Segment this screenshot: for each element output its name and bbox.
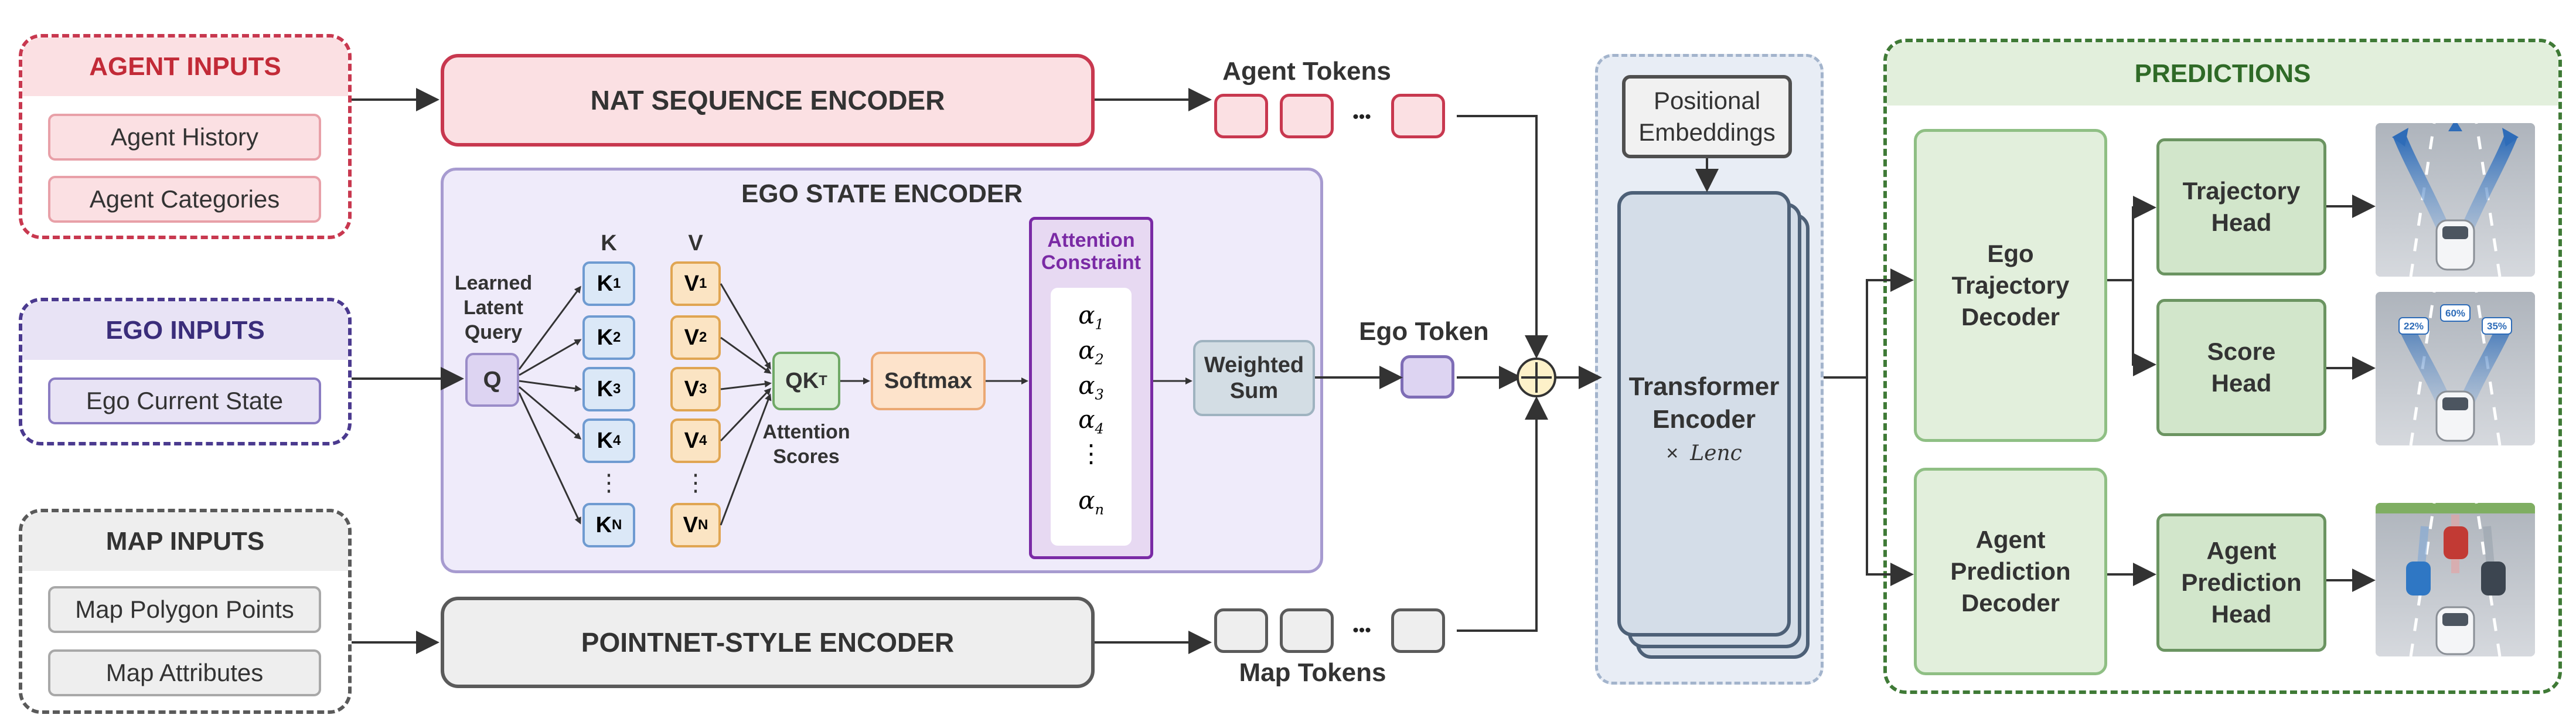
- score-label-left: 22%: [2404, 321, 2424, 332]
- ego-state-encoder-title: EGO STATE ENCODER: [741, 179, 1023, 208]
- agent-tokens-label: Agent Tokens: [1222, 57, 1391, 86]
- alpha-ellipsis: ⋮: [1079, 439, 1103, 468]
- map-token-1: [1214, 608, 1268, 653]
- alpha-2: α2: [1078, 336, 1104, 368]
- score-head: Score Head: [2156, 299, 2326, 436]
- transformer-encoder: Transformer Encoder × Lenc: [1617, 191, 1791, 637]
- k-header: K: [601, 230, 617, 256]
- map-token-dots: •••: [1352, 621, 1371, 640]
- score-scene-graphic: 22% 60% 35%: [2376, 292, 2535, 445]
- ego-inputs-group: EGO INPUTS Ego Current State: [19, 298, 352, 445]
- score-label-right: 35%: [2487, 321, 2507, 332]
- attention-weights-column: α1 α2 α3 α4 ⋮ αn: [1051, 288, 1132, 546]
- agent-token-1: [1214, 94, 1268, 138]
- score-scene-image: 22% 60% 35%: [2376, 292, 2535, 445]
- trajectory-scene-image: [2376, 123, 2535, 277]
- map-inputs-title: MAP INPUTS: [22, 512, 348, 571]
- map-attributes-box: Map Attributes: [48, 649, 321, 696]
- alpha-3: α3: [1078, 371, 1104, 403]
- agent-token-dots: •••: [1352, 107, 1371, 127]
- map-token-n: [1391, 608, 1445, 653]
- softmax-box: Softmax: [871, 352, 986, 410]
- v-header: V: [688, 230, 703, 256]
- alpha-n: αn: [1078, 486, 1104, 518]
- key-ellipsis: ⋮: [597, 470, 621, 496]
- agent-categories-box: Agent Categories: [48, 176, 321, 223]
- map-inputs-group: MAP INPUTS Map Polygon Points Map Attrib…: [19, 509, 352, 714]
- ego-token-label: Ego Token: [1359, 317, 1489, 346]
- ego-token: [1401, 355, 1454, 399]
- ego-trajectory-decoder: Ego Trajectory Decoder: [1914, 129, 2107, 442]
- agent-prediction-head: Agent Prediction Head: [2156, 513, 2326, 652]
- map-token-2: [1280, 608, 1334, 653]
- fusion-add-icon: [1517, 358, 1556, 397]
- agent-inputs-group: AGENT INPUTS Agent History Agent Categor…: [19, 34, 352, 239]
- positional-embeddings-box: Positional Embeddings: [1622, 75, 1792, 158]
- map-tokens-label: Map Tokens: [1239, 658, 1386, 687]
- alpha-1: α1: [1078, 301, 1104, 333]
- agent-inputs-title: AGENT INPUTS: [22, 38, 348, 96]
- learned-latent-query-label: Learned Latent Query: [454, 272, 533, 343]
- value-ellipsis: ⋮: [684, 470, 707, 496]
- attention-constraint-title: Attention Constraint: [1041, 229, 1141, 274]
- score-label-center: 60%: [2445, 308, 2465, 319]
- trajectory-scene-graphic: [2376, 123, 2535, 277]
- predictions-title: PREDICTIONS: [1887, 42, 2558, 106]
- agent-token-n: [1391, 94, 1445, 138]
- ego-current-state-box: Ego Current State: [48, 377, 321, 424]
- agent-token-2: [1280, 94, 1334, 138]
- transformer-layer-count: × Lenc: [1666, 441, 1742, 465]
- attention-scores-label: Attention Scores: [762, 421, 850, 468]
- agent-prediction-decoder: Agent Prediction Decoder: [1914, 468, 2107, 675]
- trajectory-head: Trajectory Head: [2156, 138, 2326, 275]
- agent-scene-graphic: [2376, 503, 2535, 656]
- query-box: Q: [465, 353, 519, 407]
- agent-history-box: Agent History: [48, 114, 321, 161]
- ego-inputs-title: EGO INPUTS: [22, 301, 348, 360]
- map-polygon-points-box: Map Polygon Points: [48, 586, 321, 633]
- attention-constraint-box: Attention Constraint α1 α2 α3 α4 ⋮ αn: [1029, 217, 1153, 559]
- pointnet-style-encoder: POINTNET-STYLE ENCODER: [441, 597, 1095, 688]
- weighted-sum-box: Weighted Sum: [1193, 340, 1315, 416]
- alpha-4: α4: [1078, 405, 1104, 437]
- agent-prediction-scene-image: [2376, 503, 2535, 656]
- nat-sequence-encoder: NAT SEQUENCE ENCODER: [441, 54, 1095, 147]
- transformer-encoder-label: Transformer Encoder: [1628, 372, 1780, 434]
